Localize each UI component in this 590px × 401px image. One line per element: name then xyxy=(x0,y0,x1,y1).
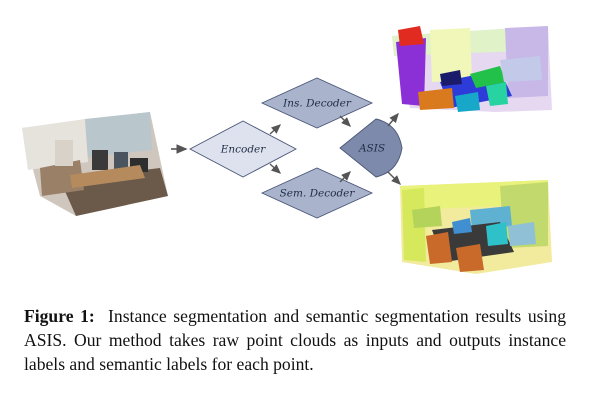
input-point-cloud-image xyxy=(22,112,168,216)
encoder-node: Encoder xyxy=(189,120,297,178)
semantic-segmentation-output-image xyxy=(400,180,552,274)
arrow-encoder-to-sem-decoder xyxy=(269,163,282,174)
sem-decoder-node: Sem. Decoder xyxy=(260,167,374,219)
arrow-sem-decoder-to-asis xyxy=(339,171,351,183)
ins-decoder-label: Ins. Decoder xyxy=(282,98,352,110)
method-overview-diagram: Encoder Ins. Decoder Sem. Decoder ASIS xyxy=(22,26,552,274)
ins-decoder-node: Ins. Decoder xyxy=(260,77,374,129)
encoder-label: Encoder xyxy=(220,144,267,156)
asis-label: ASIS xyxy=(358,143,385,155)
asis-node: ASIS xyxy=(339,118,403,178)
arrow-asis-to-instance-output xyxy=(387,112,399,127)
caption-label: Figure 1: xyxy=(24,306,95,326)
sem-decoder-label: Sem. Decoder xyxy=(280,188,356,200)
arrow-encoder-to-ins-decoder xyxy=(269,124,282,135)
arrow-ins-decoder-to-asis xyxy=(339,115,351,127)
caption-text: Instance segmentation and semantic segme… xyxy=(24,306,567,374)
arrow-asis-to-semantic-output xyxy=(387,171,401,185)
figure-caption: Figure 1: Instance segmentation and sema… xyxy=(24,304,566,376)
instance-segmentation-output-image xyxy=(392,26,552,112)
